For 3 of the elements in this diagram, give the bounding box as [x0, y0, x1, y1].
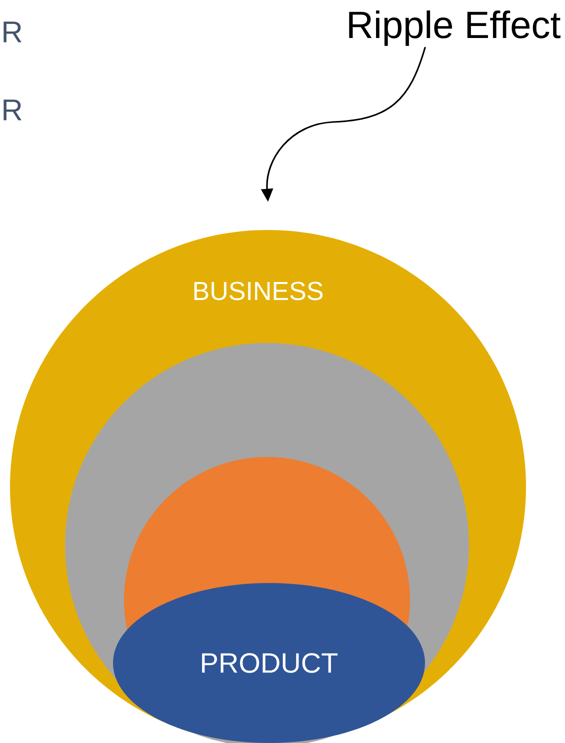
side-letter: R [4, 22, 22, 42]
title-text: Ripple Effect [349, 10, 560, 46]
side-letter: R [4, 100, 22, 120]
